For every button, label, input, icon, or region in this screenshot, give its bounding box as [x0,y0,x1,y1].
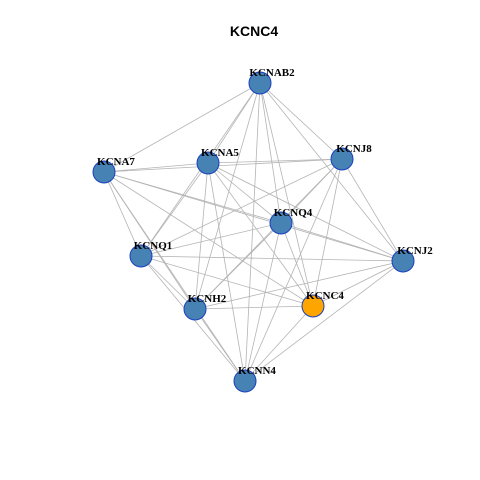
node-label-kcnq4: KCNQ4 [274,207,313,219]
edge-kcnj8-kcnc4 [312,158,343,307]
edge-kcna5-kcnn4 [207,162,246,382]
edge-kcnj8-kcna7 [103,158,343,173]
edge-kcnq4-kcnc4 [280,222,314,307]
node-kcnj8[interactable] [330,147,354,171]
edge-kcnj8-kcna5 [207,158,343,164]
node-label-kcnh2: KCNH2 [188,293,227,305]
edge-kcnq4-kcnq1 [140,222,282,257]
edge-kcna7-kcnq1 [103,171,142,257]
edge-kcna5-kcnq4 [207,162,282,224]
edge-kcna5-kcnc4 [207,162,314,307]
edge-kcnab2-kcnq4 [259,82,282,224]
node-label-kcnn4: KCNN4 [238,365,276,377]
edge-kcnq4-kcnh2 [194,222,282,310]
edge-kcna7-kcnn4 [103,171,246,382]
node-label-kcna5: KCNA5 [201,147,239,159]
node-kcna7[interactable] [92,160,116,184]
edge-kcna7-kcnc4 [103,171,314,307]
edge-kcna7-kcnj2 [103,171,404,262]
edge-kcnj8-kcnn4 [244,158,343,382]
edge-kcnq1-kcnc4 [140,255,314,307]
edge-kcnq1-kcnh2 [140,255,196,310]
node-label-kcnj8: KCNJ8 [336,143,372,155]
node-label-kcnc4: KCNC4 [306,290,344,302]
edge-kcnj8-kcnq1 [140,158,343,257]
node-label-kcna7: KCNA7 [97,156,135,168]
edge-kcnab2-kcnj2 [259,82,404,262]
edge-kcna5-kcnq1 [140,162,209,257]
edge-kcnq4-kcnn4 [244,222,282,382]
nodes-layer [92,71,415,393]
edge-kcnq4-kcnj2 [280,222,404,262]
node-kcnn4[interactable] [233,369,257,393]
edge-kcnab2-kcna5 [207,82,261,164]
edge-kcna7-kcna5 [103,162,209,173]
edge-kcnj2-kcnn4 [244,260,404,382]
edge-kcnq1-kcnj2 [140,255,404,262]
edge-kcnab2-kcna7 [103,82,261,173]
node-kcna5[interactable] [196,151,220,175]
edges-layer [103,82,404,382]
node-label-kcnq1: KCNQ1 [134,240,173,252]
edge-kcna5-kcnj2 [207,162,404,262]
graph-title: KCNC4 [230,23,278,39]
node-kcnab2[interactable] [248,71,272,95]
edge-kcnab2-kcnh2 [194,82,261,310]
edge-kcnh2-kcnc4 [194,305,314,310]
edge-kcnab2-kcnj8 [259,82,343,160]
edge-kcnh2-kcnn4 [194,308,246,382]
node-label-kcnj2: KCNJ2 [397,245,433,257]
edge-kcnc4-kcnn4 [244,305,314,382]
node-kcnj2[interactable] [391,249,415,273]
edge-kcnab2-kcnn4 [244,82,261,382]
node-label-kcnab2: KCNAB2 [249,67,295,79]
node-kcnq1[interactable] [129,244,153,268]
edge-kcnj8-kcnj2 [341,158,404,262]
node-kcnh2[interactable] [183,297,207,321]
edge-kcnj2-kcnc4 [312,260,404,307]
edge-kcna5-kcnh2 [194,162,209,310]
node-kcnq4[interactable] [269,211,293,235]
node-kcnc4[interactable] [301,294,325,318]
edge-kcnab2-kcnc4 [259,82,314,307]
edge-kcnj2-kcnh2 [194,260,404,310]
